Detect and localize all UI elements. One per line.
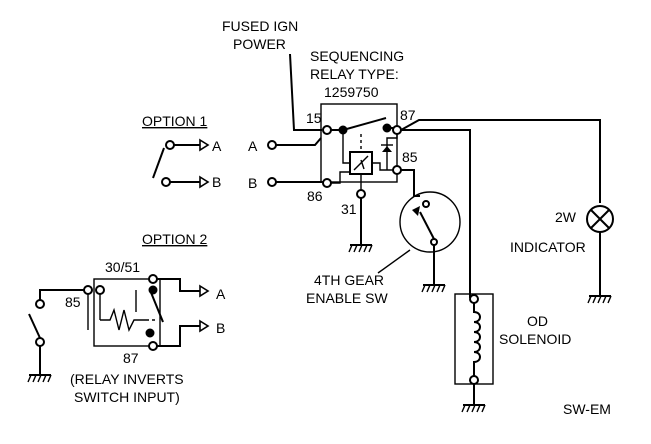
pin-87-opt2-label: 87 <box>123 350 139 366</box>
option2-arrow-a <box>199 284 210 298</box>
relay-note-2: SWITCH INPUT) <box>74 389 180 405</box>
switch-icon <box>422 200 430 208</box>
relay-input-a-terminal[interactable] <box>267 140 277 150</box>
relay-pin-31-terminal <box>356 189 366 199</box>
option1-switch[interactable] <box>152 138 210 189</box>
relay-pin-15-terminal <box>322 125 332 135</box>
relay-pin-85-terminal <box>392 165 402 175</box>
option2-output-b: B <box>216 320 225 336</box>
gear-switch-label-1: 4TH GEAR <box>314 272 384 288</box>
option2-heading: OPTION 2 <box>142 231 208 247</box>
pin-85-label: 85 <box>402 149 418 165</box>
ground-icon <box>587 295 612 304</box>
gear-enable-switch[interactable] <box>399 191 461 253</box>
relay-input-a: A <box>248 138 258 154</box>
diode-icon <box>381 144 393 170</box>
indicator-rating: 2W <box>555 209 577 225</box>
fused-ign-label: FUSED IGN <box>222 18 298 34</box>
relay-part-number: 1259750 <box>324 84 379 100</box>
relay-armature <box>342 117 387 131</box>
option1-output-b: B <box>212 174 221 190</box>
gear-switch-leader <box>377 249 411 274</box>
relay-housing <box>320 103 398 183</box>
solenoid-label-2: SOLENOID <box>499 331 571 347</box>
option2-arrow-b <box>199 319 210 333</box>
ground-icon <box>461 404 486 413</box>
relay-note-1: (RELAY INVERTS <box>70 371 184 387</box>
pin-15-label: 15 <box>306 110 322 126</box>
ground-icon <box>27 374 52 383</box>
relay-pin-87-terminal <box>392 125 402 135</box>
lamp-icon <box>586 205 614 233</box>
pin-87-label: 87 <box>400 107 416 123</box>
pin-31-label: 31 <box>341 201 357 217</box>
pin-85-opt2-label: 85 <box>65 294 81 310</box>
fused-power-wire <box>289 53 322 131</box>
relay-pin-86-terminal <box>322 178 332 188</box>
solenoid-label-1: OD <box>527 313 548 329</box>
od-solenoid <box>454 293 494 385</box>
option1-heading: OPTION 1 <box>142 113 208 129</box>
option2-relay <box>83 274 164 351</box>
pin-3051-label: 30/51 <box>105 259 140 275</box>
pin-86-label: 86 <box>307 188 323 204</box>
relay-input-b-terminal[interactable] <box>267 177 277 187</box>
fused-ign-label-power: POWER <box>233 36 286 52</box>
resistor-icon <box>100 307 146 333</box>
drawing-code: SW-EM <box>563 401 611 417</box>
indicator-label: INDICATOR <box>510 239 586 255</box>
ground-icon <box>348 244 373 253</box>
switch-housing <box>399 191 461 253</box>
option1-output-a: A <box>212 138 222 154</box>
option2-output-a: A <box>216 286 226 302</box>
sequencing-relay <box>320 103 402 199</box>
relay-title-line1: SEQUENCING <box>310 48 404 64</box>
ground-icon <box>421 284 446 293</box>
relay-title-line2: RELAY TYPE: <box>310 66 399 82</box>
gear-switch-label-2: ENABLE SW <box>306 290 388 306</box>
solenoid-coil-icon <box>473 303 481 376</box>
relay-input-b: B <box>248 175 257 191</box>
